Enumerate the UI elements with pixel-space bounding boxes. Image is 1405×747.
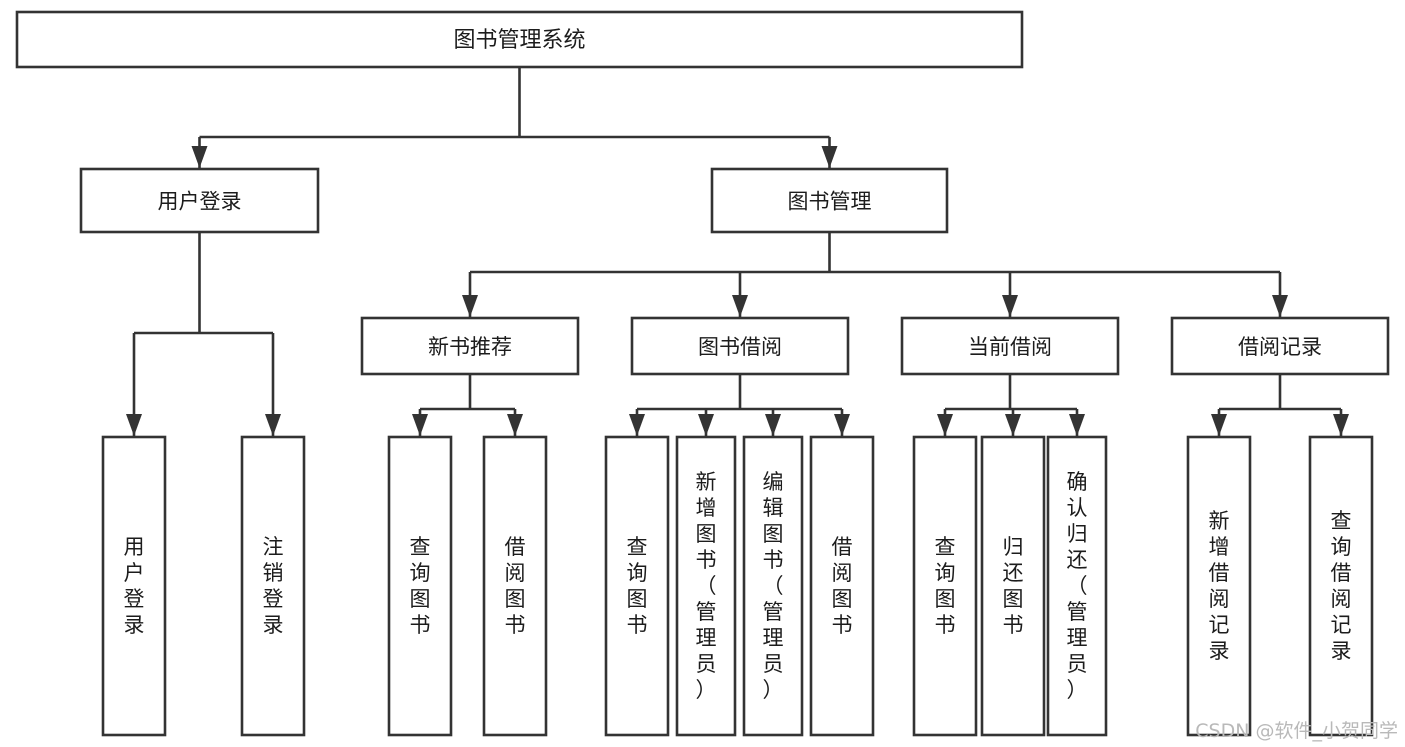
leaf-label-2: 查询图书 — [410, 535, 431, 637]
leaf-label-5: 新增图书（管理员） — [696, 470, 717, 702]
leaf-box-8 — [912, 435, 978, 737]
arrow-head-icon — [765, 414, 781, 436]
leaf-node-5[interactable]: 新增图书（管理员） — [675, 435, 737, 737]
leaf-box-12 — [1308, 435, 1374, 737]
leaf-node-3[interactable]: 借阅图书 — [482, 435, 548, 737]
arrow-head-icon — [265, 414, 281, 436]
leaf-label-8: 查询图书 — [935, 535, 956, 637]
leaf-box-7 — [809, 435, 875, 737]
arrow-head-icon — [1069, 414, 1085, 436]
arrow-head-icon — [126, 414, 142, 436]
root-box-0 — [15, 10, 1024, 69]
level3-box-2 — [900, 316, 1120, 376]
arrow-head-icon — [698, 414, 714, 436]
level2-label-0: 用户登录 — [158, 190, 242, 214]
arrow-head-icon — [1272, 295, 1288, 317]
leaf-label-1: 注销登录 — [263, 535, 284, 637]
leaf-label-0: 用户登录 — [124, 535, 145, 637]
level2-label-1: 图书管理 — [788, 190, 872, 214]
arrow-head-icon — [1333, 414, 1349, 436]
leaf-node-1[interactable]: 注销登录 — [240, 435, 306, 737]
level3-box-3 — [1170, 316, 1390, 376]
leaf-node-9[interactable]: 归还图书 — [980, 435, 1046, 737]
level3-label-1: 图书借阅 — [698, 335, 782, 359]
level2-box-0 — [79, 167, 320, 234]
level3-box-1 — [630, 316, 850, 376]
arrow-head-icon — [629, 414, 645, 436]
root-label-0: 图书管理系统 — [453, 28, 585, 53]
arrow-head-icon — [507, 414, 523, 436]
leaf-box-3 — [482, 435, 548, 737]
leaf-node-7[interactable]: 借阅图书 — [809, 435, 875, 737]
arrow-head-icon — [191, 146, 208, 168]
arrow-head-icon — [412, 414, 428, 436]
level3-node-1[interactable]: 图书借阅 — [630, 316, 850, 376]
level2-box-1 — [710, 167, 949, 234]
leaf-box-11 — [1186, 435, 1252, 737]
leaf-box-10 — [1046, 435, 1108, 737]
arrow-head-icon — [462, 295, 478, 317]
level3-node-0[interactable]: 新书推荐 — [360, 316, 580, 376]
level2-node-1[interactable]: 图书管理 — [710, 167, 949, 234]
level3-node-3[interactable]: 借阅记录 — [1170, 316, 1390, 376]
leaf-box-5 — [675, 435, 737, 737]
level3-label-0: 新书推荐 — [428, 335, 512, 359]
leaf-node-4[interactable]: 查询图书 — [604, 435, 670, 737]
level3-node-2[interactable]: 当前借阅 — [900, 316, 1120, 376]
leaf-node-6[interactable]: 编辑图书（管理员） — [742, 435, 804, 737]
leaf-box-9 — [980, 435, 1046, 737]
leaf-label-11: 新增借阅记录 — [1209, 509, 1230, 663]
level3-label-3: 借阅记录 — [1238, 335, 1322, 359]
leaf-label-6: 编辑图书（管理员） — [763, 470, 784, 702]
leaf-label-9: 归还图书 — [1003, 535, 1024, 637]
level3-label-2: 当前借阅 — [968, 335, 1052, 359]
leaf-node-0[interactable]: 用户登录 — [101, 435, 167, 737]
root-node-0[interactable]: 图书管理系统 — [15, 10, 1024, 69]
leaf-node-11[interactable]: 新增借阅记录 — [1186, 435, 1252, 737]
connector-lines — [126, 67, 1349, 436]
leaf-label-4: 查询图书 — [627, 535, 648, 637]
node-boxes: 图书管理系统用户登录图书管理新书推荐图书借阅当前借阅借阅记录用户登录注销登录查询… — [15, 10, 1390, 737]
arrow-head-icon — [1002, 295, 1018, 317]
arrow-head-icon — [1211, 414, 1227, 436]
leaf-node-10[interactable]: 确认归还（管理员） — [1046, 435, 1108, 737]
leaf-box-6 — [742, 435, 804, 737]
leaf-box-2 — [387, 435, 453, 737]
arrow-head-icon — [821, 146, 838, 168]
level3-box-0 — [360, 316, 580, 376]
leaf-node-12[interactable]: 查询借阅记录 — [1308, 435, 1374, 737]
arrow-head-icon — [732, 295, 748, 317]
level2-node-0[interactable]: 用户登录 — [79, 167, 320, 234]
leaf-box-0 — [101, 435, 167, 737]
leaf-node-2[interactable]: 查询图书 — [387, 435, 453, 737]
leaf-box-1 — [240, 435, 306, 737]
csdn-watermark: CSDN @软件_小贺同学 — [1195, 720, 1398, 742]
leaf-box-4 — [604, 435, 670, 737]
arrow-head-icon — [937, 414, 953, 436]
leaf-label-7: 借阅图书 — [832, 535, 853, 637]
leaf-label-10: 确认归还（管理员） — [1067, 470, 1088, 702]
arrow-head-icon — [834, 414, 850, 436]
leaf-label-12: 查询借阅记录 — [1331, 509, 1352, 663]
leaf-label-3: 借阅图书 — [505, 535, 526, 637]
leaf-node-8[interactable]: 查询图书 — [912, 435, 978, 737]
arrow-head-icon — [1005, 414, 1021, 436]
